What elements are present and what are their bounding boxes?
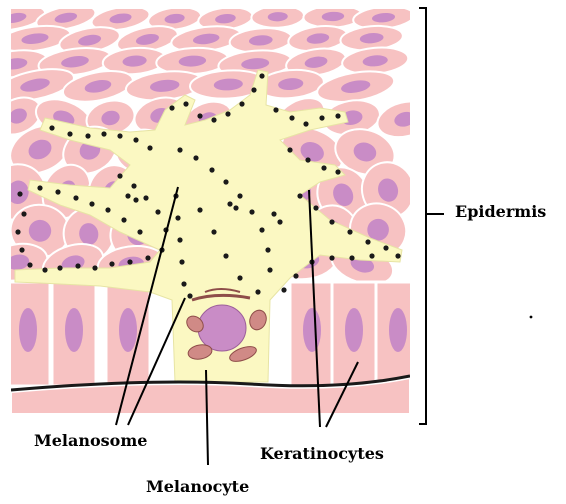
melanosome — [177, 237, 182, 242]
melanosome — [177, 147, 182, 152]
melanosome — [131, 183, 136, 188]
melanosome — [37, 185, 42, 190]
melanosome — [239, 101, 244, 106]
melanosome — [293, 273, 298, 278]
melanosome — [313, 205, 318, 210]
keratinocyte-basal — [376, 282, 420, 386]
melanosome — [303, 121, 308, 126]
melanosome — [329, 219, 334, 224]
melanosome — [57, 265, 62, 270]
melanosome — [117, 173, 122, 178]
melanosome — [273, 107, 278, 112]
melanosome — [211, 117, 216, 122]
melanosome — [67, 131, 72, 136]
melanosome — [101, 131, 106, 136]
melanosome — [175, 215, 180, 220]
melanosome — [21, 211, 26, 216]
epidermis-bracket — [419, 8, 444, 424]
melanosome — [259, 73, 264, 78]
melanosome — [181, 281, 186, 286]
melanosome — [223, 179, 228, 184]
melanosome — [383, 245, 388, 250]
melanosome — [329, 255, 334, 260]
melanosome — [193, 155, 198, 160]
melanosome — [89, 201, 94, 206]
melanosome — [117, 133, 122, 138]
melanosome — [187, 293, 192, 298]
melanosome — [85, 133, 90, 138]
melanosome — [297, 193, 302, 198]
melanosome — [197, 113, 202, 118]
melanosome — [259, 227, 264, 232]
epidermis-label: Epidermis — [455, 202, 546, 221]
melanosome — [183, 101, 188, 106]
melanosome — [227, 201, 232, 206]
melanosome — [289, 115, 294, 120]
melanosome — [211, 229, 216, 234]
melanosome — [223, 253, 228, 258]
melanosome — [237, 275, 242, 280]
melanosome — [271, 211, 276, 216]
melanosome — [155, 209, 160, 214]
melanosome — [125, 193, 130, 198]
melanosome — [305, 157, 310, 162]
melanosome — [75, 263, 80, 268]
melanosome — [267, 267, 272, 272]
keratinocytes-label: Keratinocytes — [260, 444, 384, 463]
melanosome — [19, 247, 24, 252]
melanosome — [237, 193, 242, 198]
melanosome — [281, 287, 286, 292]
melanosome — [49, 125, 54, 130]
melanosome — [73, 195, 78, 200]
melanosome — [143, 195, 148, 200]
melanosome — [109, 261, 114, 266]
melanosome — [145, 255, 150, 260]
melanosome — [335, 169, 340, 174]
melanosome — [365, 239, 370, 244]
keratinocyte-basal — [6, 282, 50, 386]
melanosome — [265, 247, 270, 252]
melanocyte-label: Melanocyte — [146, 477, 249, 496]
keratinocyte-basal — [290, 282, 334, 386]
melanosome — [335, 113, 340, 118]
melanosome — [249, 209, 254, 214]
keratinocyte-basal — [52, 282, 96, 386]
melanosome — [55, 189, 60, 194]
stray-dot — [530, 316, 533, 319]
melanosome-label: Melanosome — [34, 431, 147, 450]
melanosome — [92, 265, 97, 270]
melanosome — [233, 205, 238, 210]
melanosome — [395, 253, 400, 258]
melanosome — [133, 197, 138, 202]
keratinocyte-basal — [106, 282, 150, 386]
melanocyte-nucleus — [198, 305, 246, 351]
melanosome — [105, 207, 110, 212]
melanosome — [287, 147, 292, 152]
keratinocyte-layer-upper — [0, 1, 415, 107]
melanosome — [169, 105, 174, 110]
melanosome — [349, 255, 354, 260]
melanosome — [15, 229, 20, 234]
melanosome — [321, 165, 326, 170]
melanosome — [121, 217, 126, 222]
melanosome — [133, 137, 138, 142]
melanosome — [369, 253, 374, 258]
melanosome — [147, 145, 152, 150]
melanosome — [42, 267, 47, 272]
melanosome — [127, 259, 132, 264]
melanosome — [277, 219, 282, 224]
melanosome — [225, 111, 230, 116]
melanosome — [209, 167, 214, 172]
melanosome — [347, 229, 352, 234]
melanosome — [319, 115, 324, 120]
melanosome — [137, 229, 142, 234]
melanosome — [27, 262, 32, 267]
melanosome — [17, 191, 22, 196]
melanosome — [197, 207, 202, 212]
melanosome — [251, 87, 256, 92]
melanosome — [255, 289, 260, 294]
melanosome — [179, 259, 184, 264]
